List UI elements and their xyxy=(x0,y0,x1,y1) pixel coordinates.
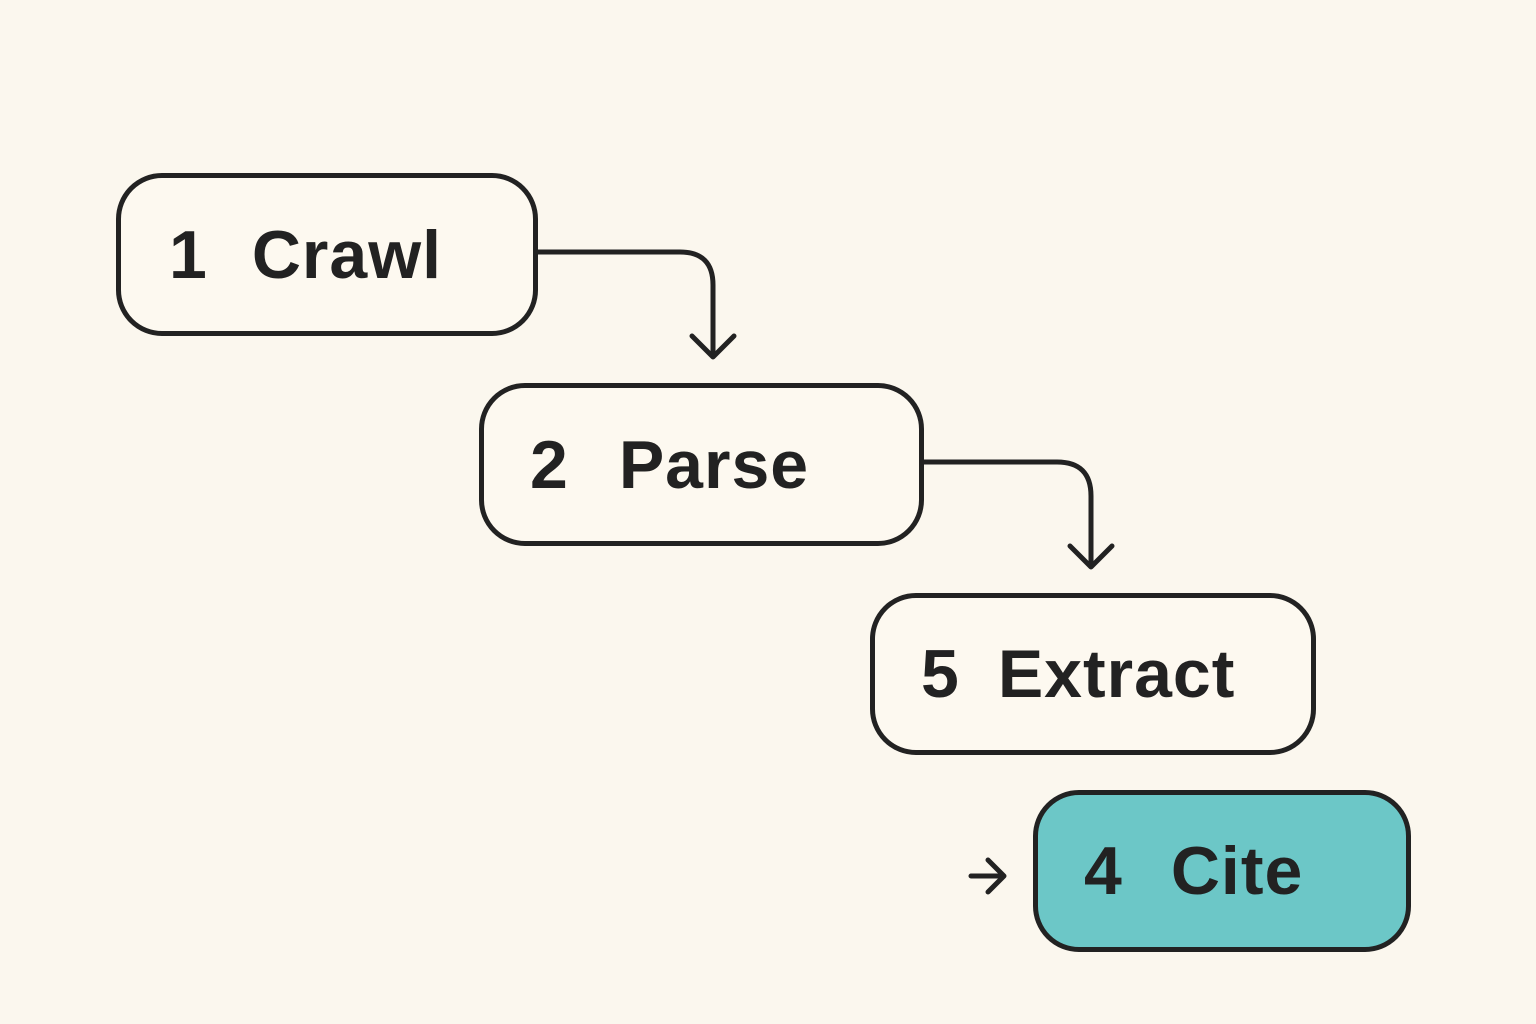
arrow-right-icon xyxy=(968,857,1007,895)
step-box-parse: 2 Parse xyxy=(479,383,924,546)
connector-parse-to-extract xyxy=(921,459,1094,569)
step-number: 2 xyxy=(530,426,569,503)
connector-crawl-to-parse xyxy=(535,249,716,358)
step-box-crawl: 1 Crawl xyxy=(116,173,538,336)
step-label: Extract xyxy=(997,636,1236,712)
step-label: Cite xyxy=(1170,833,1304,909)
step-label: Parse xyxy=(618,426,810,503)
step-number: 5 xyxy=(921,636,960,712)
step-label: Crawl xyxy=(251,216,443,293)
arrow-down-icon xyxy=(1067,543,1115,570)
step-number: 4 xyxy=(1084,833,1123,909)
step-box-extract: 5 Extract xyxy=(870,593,1316,755)
step-box-cite: 4 Cite xyxy=(1033,790,1411,952)
arrow-down-icon xyxy=(689,333,737,360)
step-number: 1 xyxy=(169,216,208,293)
